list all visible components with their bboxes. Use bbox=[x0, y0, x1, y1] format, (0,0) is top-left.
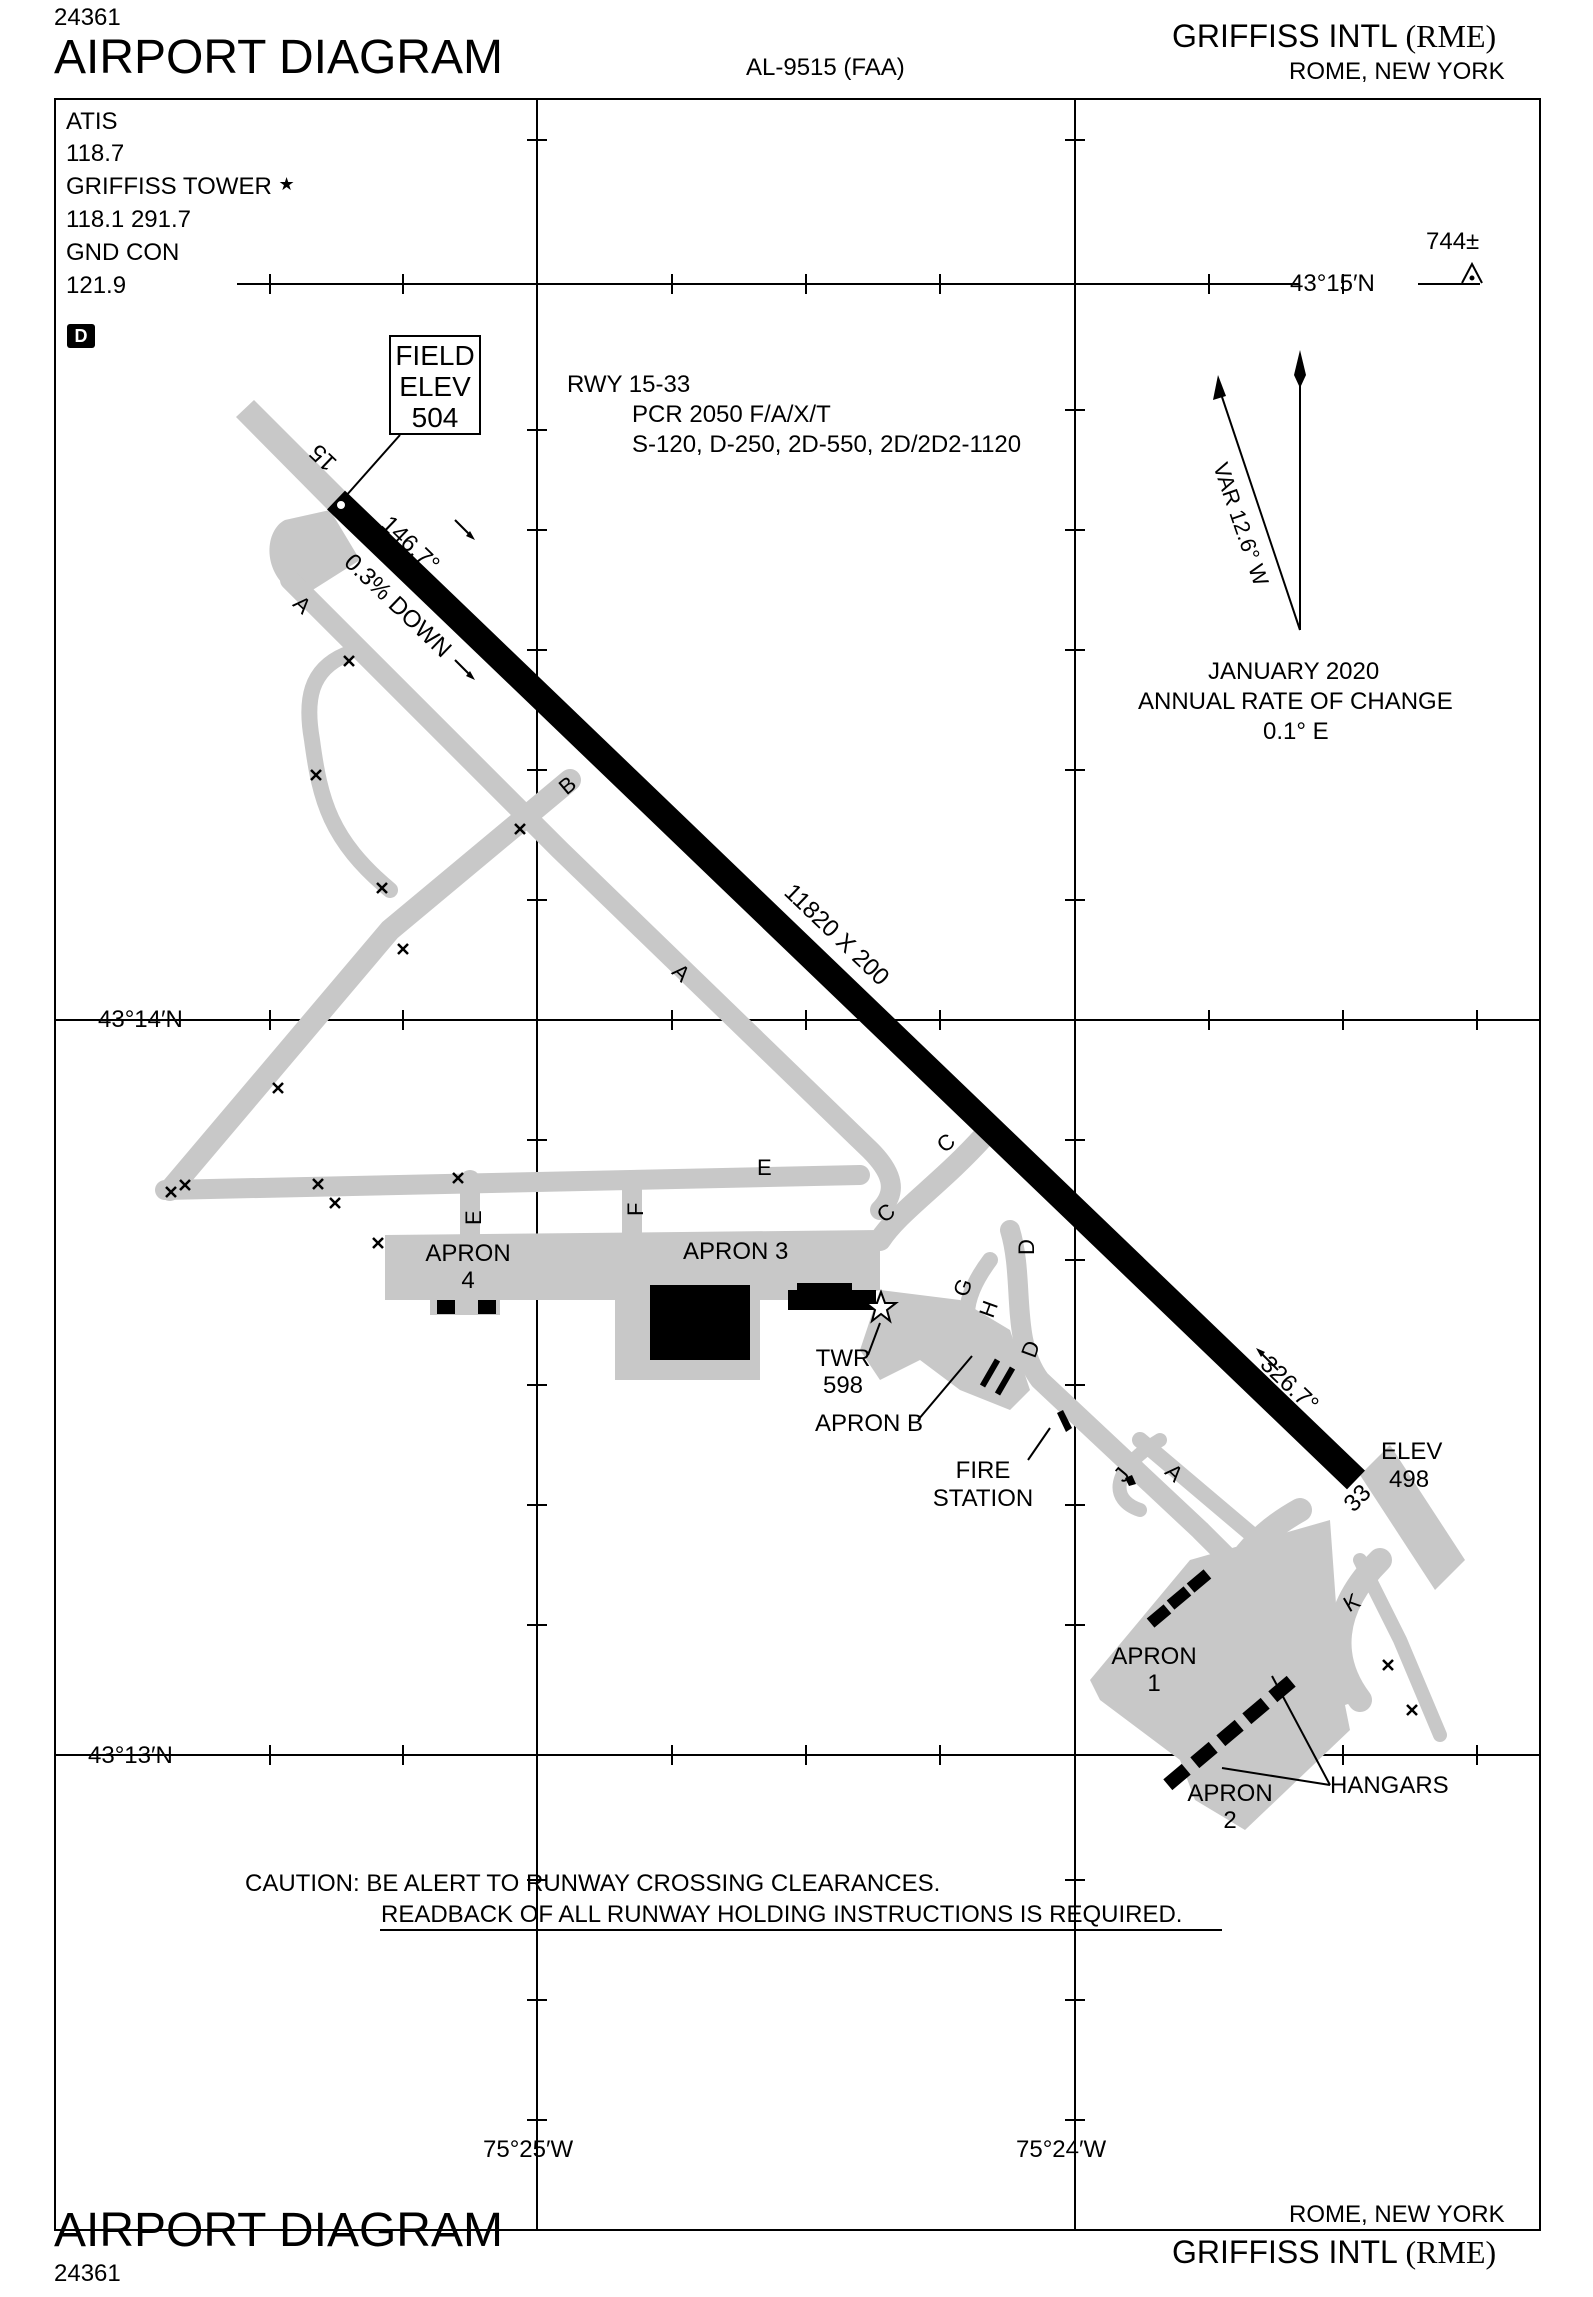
apron-3-label: APRON 3 bbox=[683, 1238, 789, 1265]
obstacle-symbol bbox=[1461, 261, 1483, 284]
runway-designation: RWY 15-33 bbox=[567, 371, 691, 398]
airport-name-header: GRIFFISS INTL (RME) bbox=[1172, 18, 1497, 54]
runway-15-33 bbox=[326, 490, 1366, 1490]
d-atis-badge: D bbox=[67, 324, 95, 348]
footer-volume-id: 24361 bbox=[54, 2260, 121, 2287]
arrowheads bbox=[466, 350, 1306, 1357]
field-elevation-box: FIELD ELEV 504 bbox=[389, 335, 481, 435]
runway-33-elev-value: 498 bbox=[1389, 1466, 1430, 1493]
taxiway-label-e-stub: E bbox=[461, 1210, 486, 1225]
footer-airport-name: GRIFFISS INTL (RME) bbox=[1172, 2234, 1497, 2270]
runway-strength: S-120, D-250, 2D-550, 2D/2D2-1120 bbox=[632, 431, 1022, 458]
chart-title: AIRPORT DIAGRAM bbox=[54, 31, 503, 84]
footer-location: ROME, NEW YORK bbox=[1289, 2201, 1505, 2228]
tower-star-symbol bbox=[863, 1289, 899, 1324]
taxiway-label-f: F bbox=[623, 1202, 648, 1216]
tower-frequency: 118.1 291.7 bbox=[66, 206, 192, 233]
hold-short-markers bbox=[165, 655, 1418, 1716]
atis-label: ATIS bbox=[66, 108, 118, 135]
field-label: FIELD bbox=[395, 340, 475, 371]
volume-id: 24361 bbox=[54, 4, 121, 31]
gnd-label: GND CON bbox=[66, 239, 180, 266]
apron-b-label: APRON B bbox=[815, 1410, 924, 1437]
buildings bbox=[437, 1283, 1296, 1791]
taxiway-label-d-north: D bbox=[1014, 1239, 1039, 1255]
obstacle-elevation: 744± bbox=[1426, 228, 1480, 255]
caution-line-2: READBACK OF ALL RUNWAY HOLDING INSTRUCTI… bbox=[381, 1901, 1183, 1928]
footer-title: AIRPORT DIAGRAM bbox=[54, 2204, 503, 2257]
gnd-frequency: 121.9 bbox=[66, 272, 127, 299]
location-header: ROME, NEW YORK bbox=[1289, 58, 1505, 85]
elev-label: ELEV bbox=[399, 371, 471, 402]
longitude-right: 75°24′W bbox=[1016, 2136, 1107, 2163]
star-icon: ★ bbox=[278, 174, 295, 194]
longitude-left: 75°25′W bbox=[483, 2136, 574, 2163]
annual-rate-label: ANNUAL RATE OF CHANGE bbox=[1138, 688, 1453, 715]
hangars-label: HANGARS bbox=[1330, 1772, 1449, 1799]
caution-line-1: CAUTION: BE ALERT TO RUNWAY CROSSING CLE… bbox=[245, 1870, 941, 1897]
chart-id: AL-9515 (FAA) bbox=[746, 54, 905, 81]
latitude-top: 43°15′N bbox=[1290, 270, 1375, 297]
chart-frame bbox=[54, 98, 1541, 2231]
latitude-bottom: 43°13′N bbox=[88, 1742, 173, 1769]
runway-33-elev-label: ELEV bbox=[1381, 1438, 1443, 1465]
annual-rate-value: 0.1° E bbox=[1263, 718, 1329, 745]
magnetic-date: JANUARY 2020 bbox=[1208, 658, 1380, 685]
latitude-mid: 43°14′N bbox=[98, 1006, 183, 1033]
runway-pcr: PCR 2050 F/A/X/T bbox=[632, 401, 831, 428]
field-elevation-value: 504 bbox=[411, 402, 459, 433]
runway-15-threshold-dot bbox=[335, 499, 347, 511]
pavement bbox=[236, 400, 1465, 1590]
taxiway-label-e: E bbox=[757, 1155, 772, 1180]
atis-frequency: 118.7 bbox=[66, 140, 125, 167]
aprons bbox=[385, 1230, 1360, 1830]
tower-label: GRIFFISS TOWER ★ bbox=[66, 173, 295, 200]
